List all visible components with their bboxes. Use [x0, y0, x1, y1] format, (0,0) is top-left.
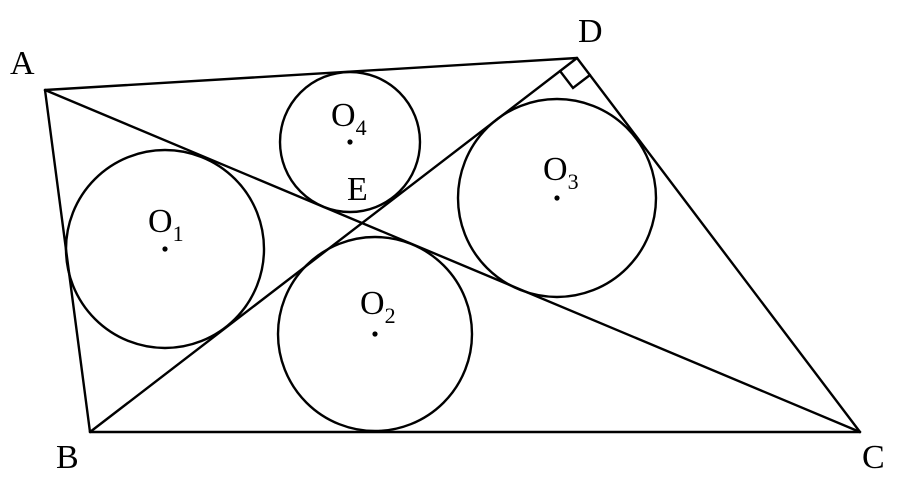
label-o1: O1 — [148, 203, 184, 246]
label-o3: O3 — [543, 151, 579, 194]
label-b: B — [56, 439, 79, 476]
center-dot-o1 — [162, 246, 168, 252]
right-angle-marker — [558, 69, 592, 90]
center-dot-o3 — [554, 195, 560, 201]
label-d: D — [578, 13, 603, 50]
circle-o4 — [278, 70, 422, 214]
label-o2: O2 — [360, 285, 396, 328]
label-e: E — [347, 171, 368, 208]
label-c: C — [862, 439, 885, 476]
circle-o2 — [276, 235, 474, 433]
circle-o3 — [456, 97, 658, 299]
center-dot-o2 — [372, 331, 378, 337]
segment-da — [43, 56, 579, 92]
circle-o1 — [64, 148, 266, 350]
label-a: A — [10, 45, 35, 82]
label-o4: O4 — [331, 97, 367, 140]
center-dot-o4 — [347, 139, 353, 145]
segment-cd — [575, 56, 862, 434]
diagonal-ac — [43, 88, 862, 434]
